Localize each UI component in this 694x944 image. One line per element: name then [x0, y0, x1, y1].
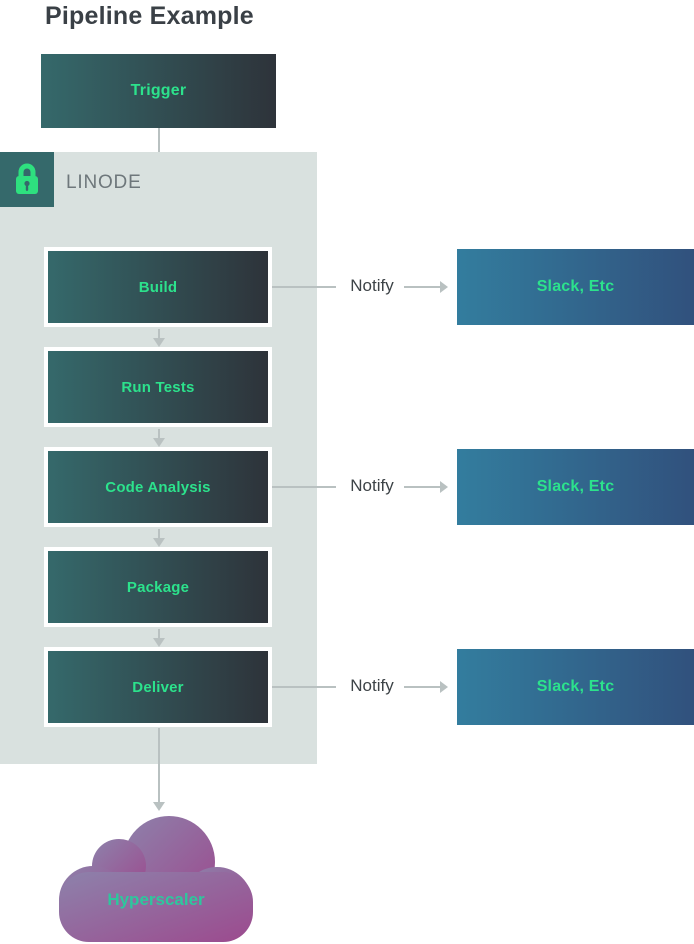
node-hyperscaler-label: Hyperscaler: [107, 890, 205, 909]
arrowhead-deliver-to-cloud: [153, 802, 165, 811]
node-package: Package: [44, 547, 272, 627]
node-slack-build-label: Slack, Etc: [536, 278, 615, 295]
node-build-label: Build: [138, 278, 178, 296]
node-build: Build: [44, 247, 272, 327]
node-slack-code-analysis-label: Slack, Etc: [536, 478, 615, 495]
arrowhead-build-to-run-tests: [153, 338, 165, 347]
node-slack-deliver-label: Slack, Etc: [536, 678, 615, 695]
node-deliver-label: Deliver: [132, 678, 184, 696]
node-run-tests: Run Tests: [44, 347, 272, 427]
connector-code-analysis-notify: [272, 486, 336, 488]
arrowhead-run-tests-to-code-analysis: [153, 438, 165, 447]
notify-label-deliver: Notify: [350, 676, 394, 695]
arrow-package-to-deliver: [158, 629, 160, 639]
arrow-notify-build: [404, 286, 440, 288]
lock-icon: [16, 163, 38, 194]
notify-label-code-analysis: Notify: [350, 476, 394, 495]
lock-badge: [0, 152, 54, 207]
arrowhead-package-to-deliver: [153, 638, 165, 647]
arrow-build-to-run-tests: [158, 329, 160, 339]
node-trigger: Trigger: [41, 54, 276, 128]
node-package-label: Package: [126, 578, 190, 596]
arrowhead-notify-deliver: [440, 681, 448, 693]
linode-container-label: LINODE: [66, 172, 142, 193]
arrow-code-analysis-to-package: [158, 529, 160, 539]
node-hyperscaler-cloud: Hyperscaler: [59, 816, 253, 942]
node-trigger-label: Trigger: [130, 82, 187, 99]
node-slack-build: Slack, Etc: [457, 249, 694, 325]
arrowhead-notify-build: [440, 281, 448, 293]
arrow-notify-code-analysis: [404, 486, 440, 488]
arrow-notify-deliver: [404, 686, 440, 688]
node-code-analysis: Code Analysis: [44, 447, 272, 527]
connector-build-notify: [272, 286, 336, 288]
arrow-deliver-to-cloud: [158, 728, 160, 802]
node-slack-deliver: Slack, Etc: [457, 649, 694, 725]
page-title: Pipeline Example: [45, 2, 254, 30]
node-slack-code-analysis: Slack, Etc: [457, 449, 694, 525]
cloud-shape: [59, 816, 253, 942]
connector-deliver-notify: [272, 686, 336, 688]
node-deliver: Deliver: [44, 647, 272, 727]
node-code-analysis-label: Code Analysis: [105, 478, 211, 496]
notify-label-build: Notify: [350, 276, 394, 295]
node-run-tests-label: Run Tests: [121, 378, 195, 396]
arrowhead-notify-code-analysis: [440, 481, 448, 493]
arrow-run-tests-to-code-analysis: [158, 429, 160, 439]
arrowhead-code-analysis-to-package: [153, 538, 165, 547]
